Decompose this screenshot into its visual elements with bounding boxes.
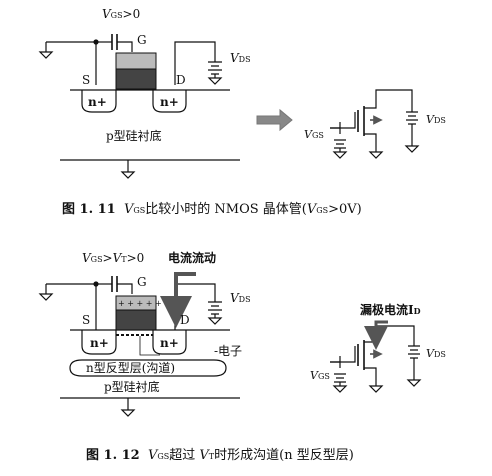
fig1-drain-well: [152, 90, 187, 113]
fig2-gate-label: G: [137, 275, 147, 289]
fig1-circuit: [330, 89, 420, 159]
fig1-nplus-right: n+: [160, 95, 179, 109]
fig1-cross-section: [38, 34, 240, 179]
fig1-gate-label: G: [137, 33, 147, 47]
fig2-current-flow-label: 电流流动: [168, 251, 217, 265]
svg-text:+ + + + +: + + + + +: [118, 299, 162, 308]
fig1-circuit-vgs: VGS: [304, 128, 324, 141]
fig1-gate-oxide: [115, 52, 157, 70]
fig2-vds-label: VDS: [230, 291, 251, 305]
fig2-inversion-label: n型反型层(沟道): [86, 361, 176, 375]
fig1-substrate-label: p型硅衬底: [106, 129, 162, 143]
fig1-vgs-condition: VGS>0: [102, 7, 141, 21]
fig1-gate-poly: [115, 68, 157, 90]
fig2-caption: 图 1. 12 VGS超过 VT时形成沟道(n 型反型层): [86, 448, 354, 463]
fig2-nplus-right: n+: [160, 336, 179, 350]
fig2-vgs-condition: VGS>VT>0: [82, 251, 145, 265]
fig2-electron-label: -电子: [214, 344, 243, 358]
drain-current-arrow-icon: [364, 320, 388, 350]
fig2-source-well: [81, 330, 117, 355]
fig1-drain-label: D: [176, 73, 186, 87]
current-flow-arrow-icon: [160, 272, 196, 328]
fig2-substrate-label: p型硅衬底: [104, 380, 160, 394]
fig2-drain-well: [152, 330, 187, 355]
fig1-ground-left-icon: [38, 42, 54, 59]
fig1-caption: 图 1. 11 VGS比较小时的 NMOS 晶体管(VGS>0V): [62, 202, 362, 217]
fig2-gate-poly: [115, 309, 157, 331]
fig2-circuit-vgs: VGS: [310, 369, 330, 382]
fig2-drain-current-label: 漏极电流ID: [360, 303, 421, 317]
fig1-nplus-left: n+: [88, 95, 107, 109]
fig2-ground-left-icon: [38, 284, 54, 301]
fig2-inversion-oval: [69, 359, 227, 377]
fig2-circuit-vds: VDS: [426, 347, 446, 360]
fig2-source-label: S: [82, 313, 91, 327]
transition-arrow-icon: [256, 108, 293, 132]
fig2-gate-charges: + + + + +: [118, 299, 162, 308]
fig1-source-label: S: [82, 73, 91, 87]
fig1-source-well: [81, 90, 117, 113]
fig2-cross-section: [38, 276, 240, 417]
fig2-nplus-left: n+: [90, 336, 109, 350]
fig1-circuit-vds: VDS: [426, 113, 446, 126]
fig2-drain-label: D: [180, 313, 190, 327]
fig1-vds-label: VDS: [230, 51, 251, 65]
